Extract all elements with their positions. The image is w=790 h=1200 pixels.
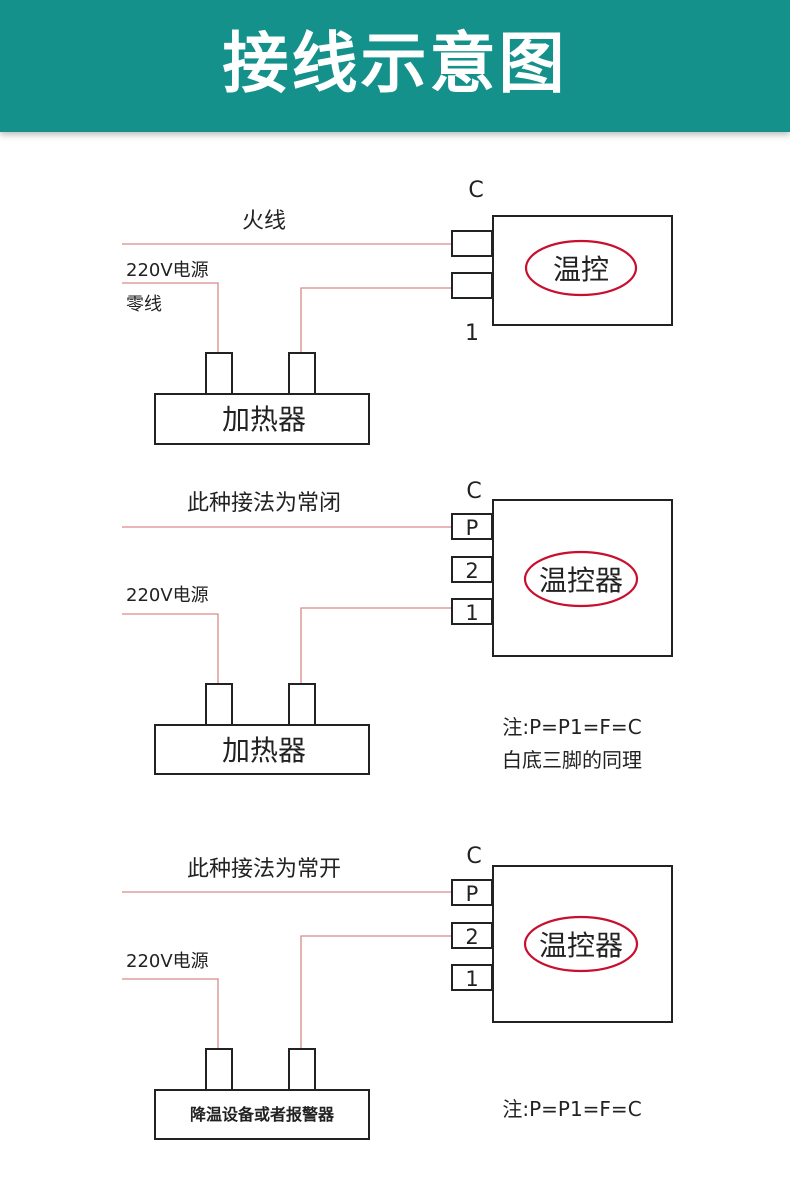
- terminal-c-label: C: [468, 178, 483, 203]
- terminal-1-pin: [451, 272, 493, 299]
- device-to-terminal-wire: [300, 935, 470, 1068]
- terminal-2-pin: [451, 556, 493, 583]
- terminal-2-pin: [451, 922, 493, 949]
- terminal-1-label: 1: [465, 967, 478, 991]
- controller-circle: [524, 239, 638, 297]
- mode-label: 此种接法为常闭: [187, 491, 341, 516]
- heater-pin-left: [205, 352, 233, 396]
- terminal-c-label: C: [466, 844, 481, 869]
- power-label: 220V电源: [126, 951, 209, 972]
- note-line-1: 注:P=P1=F=C: [502, 715, 641, 739]
- diagram-3: 此种接法为常开 220V电源 C P 2 1 温控器 降温设备或者报警器 注:P…: [122, 844, 673, 1140]
- heater-pin-right: [288, 683, 316, 727]
- terminal-2-label: 2: [465, 559, 478, 583]
- terminal-p-label: P: [466, 882, 479, 906]
- heater-pin-left: [205, 683, 233, 727]
- terminal-c-label: C: [466, 479, 481, 504]
- power-wire: [122, 613, 219, 703]
- controller-label: 温控: [553, 253, 609, 286]
- power-label: 220V电源: [126, 585, 209, 606]
- heater-to-terminal-wire: [300, 607, 470, 703]
- header-bar: 接线示意图: [0, 0, 790, 132]
- terminal-1-pin: [451, 598, 493, 625]
- heater-box: [154, 724, 370, 775]
- diagram-2: 此种接法为常闭 220V电源 C P 2 1 温控器 加热器 注:P=P1=F=…: [122, 479, 673, 775]
- thermostat-box: [492, 499, 673, 657]
- device-pin-right: [288, 1048, 316, 1092]
- heater-box: [154, 393, 370, 445]
- controller-label: 温控器: [539, 564, 623, 597]
- page-title: 接线示意图: [222, 25, 568, 102]
- live-wire-label: 火线: [242, 209, 286, 234]
- note-line-1: 注:P=P1=F=C: [502, 1097, 641, 1121]
- heater-pin-right: [288, 352, 316, 396]
- terminal-c-pin: [451, 230, 493, 257]
- neutral-label: 零线: [126, 294, 162, 315]
- controller-circle: [523, 915, 639, 973]
- terminal-1-label: 1: [465, 321, 479, 346]
- diagram-1: 火线 220V电源 零线 C 1 温控 加热器: [122, 178, 673, 445]
- device-label: 降温设备或者报警器: [190, 1105, 335, 1124]
- terminal-p-label: P: [466, 516, 479, 540]
- power-wire: [122, 282, 219, 372]
- device-pin-left: [205, 1048, 233, 1092]
- controller-circle: [523, 550, 639, 608]
- terminal-1-label: 1: [465, 601, 478, 625]
- terminal-1-pin: [451, 964, 493, 991]
- thermostat-box: [492, 865, 673, 1023]
- cooling-device-box: [154, 1089, 370, 1140]
- note-line-2: 白底三脚的同理: [502, 748, 642, 772]
- terminal-p-pin: [451, 879, 493, 906]
- heater-label: 加热器: [222, 403, 306, 436]
- thermostat-box: [492, 215, 673, 326]
- terminal-p-pin: [451, 513, 493, 540]
- terminal-2-label: 2: [465, 925, 478, 949]
- power-wire: [122, 978, 219, 1068]
- heater-label: 加热器: [222, 734, 306, 767]
- power-label: 220V电源: [126, 260, 209, 281]
- heater-to-terminal-wire: [300, 287, 470, 372]
- controller-label: 温控器: [539, 929, 623, 962]
- mode-label: 此种接法为常开: [187, 857, 341, 882]
